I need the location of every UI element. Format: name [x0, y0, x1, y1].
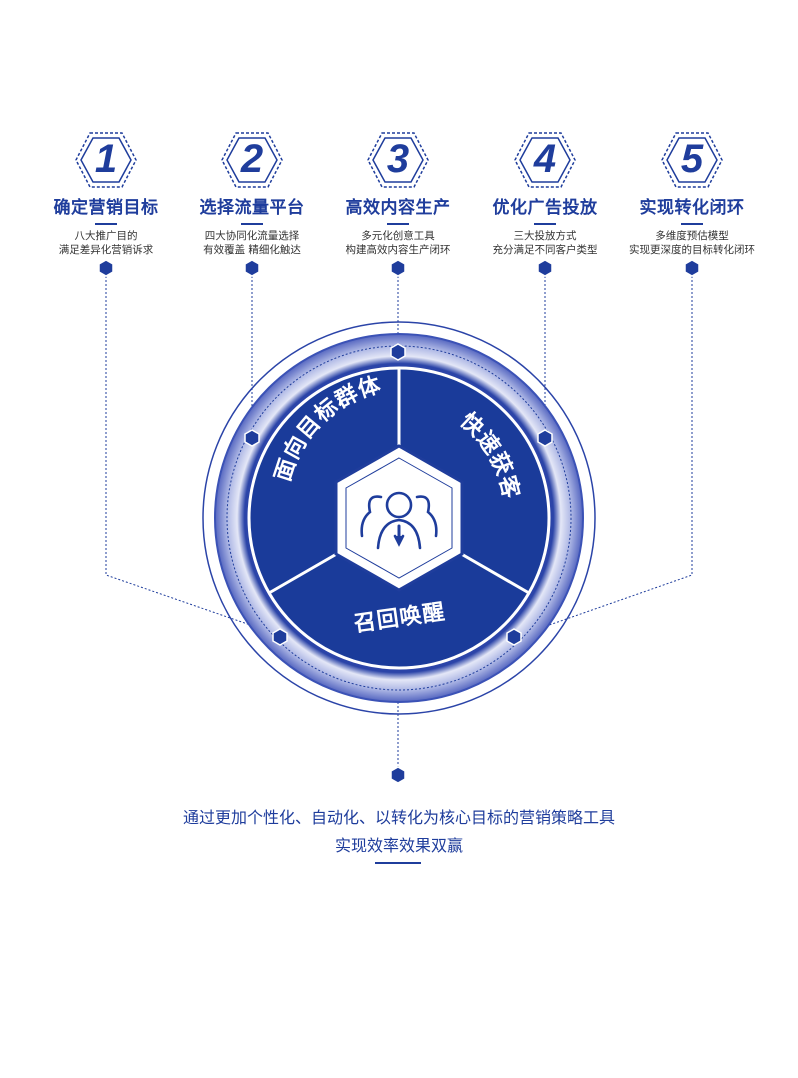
- step-underline: [681, 223, 703, 225]
- hexagon-badge-icon: [367, 132, 429, 188]
- step-desc-line: 构建高效内容生产闭环: [345, 244, 451, 256]
- step-desc-line: 多维度预估模型: [655, 230, 729, 242]
- node-marker-hexagon: [244, 259, 260, 277]
- step-5: 5 实现转化闭环 多维度预估模型 实现更深度的目标转化闭环: [617, 130, 767, 257]
- step-title: 确定营销目标: [53, 198, 159, 218]
- step-underline: [241, 223, 263, 225]
- hexagon-badge-icon: [75, 132, 137, 188]
- step-4: 4 优化广告投放 三大投放方式 充分满足不同客户类型: [470, 130, 620, 257]
- step-number: 2: [240, 137, 264, 181]
- step-number-badge: 2: [219, 130, 285, 190]
- node-marker-hexagon: [98, 259, 114, 277]
- node-marker-hexagon: [537, 429, 553, 447]
- step-desc-line: 多元化创意工具: [361, 230, 435, 242]
- step-desc-line: 三大投放方式: [513, 230, 577, 242]
- node-marker-hexagon: [272, 628, 288, 646]
- footer-line-1: 通过更加个性化、自动化、以转化为核心目标的营销策略工具: [182, 808, 615, 827]
- step-number: 4: [533, 137, 557, 181]
- footer-line-2: 实现效率效果双赢: [334, 836, 463, 855]
- node-marker-hexagon: [390, 343, 406, 361]
- node-markers: [98, 259, 700, 784]
- step-2: 2 选择流量平台 四大协同化流量选择 有效覆盖 精细化触达: [177, 130, 327, 257]
- hexagon-badge-icon: [221, 132, 283, 188]
- step-title: 高效内容生产: [345, 198, 451, 218]
- node-marker-hexagon: [684, 259, 700, 277]
- outer-ring-thin: [202, 321, 596, 715]
- ring-dotted-guide: [226, 345, 572, 691]
- step-underline: [387, 223, 409, 225]
- step-1: 1 确定营销目标 八大推广目的 满足差异化营销诉求: [31, 130, 181, 257]
- step-desc-line: 满足差异化营销诉求: [58, 244, 154, 256]
- hexagon-badge-icon: [514, 132, 576, 188]
- people-group-icon: [360, 491, 438, 550]
- step-title: 实现转化闭环: [639, 198, 745, 218]
- connector-line-1: [105, 268, 286, 638]
- hexagon-badge-icon: [661, 132, 723, 188]
- step-number-badge: 5: [659, 130, 725, 190]
- step-title: 选择流量平台: [199, 198, 305, 218]
- step-number: 1: [94, 137, 118, 181]
- step-desc-line: 四大协同化流量选择: [204, 230, 300, 242]
- step-number-badge: 4: [512, 130, 578, 190]
- connector-line-5: [514, 268, 693, 638]
- step-desc-line: 八大推广目的: [74, 230, 138, 242]
- strategy-wheel: 面向目标群体 快速获客 召回唤醒: [202, 321, 596, 715]
- step-desc-line: 充分满足不同客户类型: [492, 244, 598, 256]
- step-underline: [534, 223, 556, 225]
- node-marker-hexagon: [390, 766, 406, 784]
- node-marker-hexagon: [244, 429, 260, 447]
- step-underline: [95, 223, 117, 225]
- step-3: 3 高效内容生产 多元化创意工具 构建高效内容生产闭环: [323, 130, 473, 257]
- node-marker-hexagon: [390, 259, 406, 277]
- step-number-badge: 3: [365, 130, 431, 190]
- step-title: 优化广告投放: [492, 198, 598, 218]
- node-marker-hexagon: [506, 628, 522, 646]
- step-number-badge: 1: [73, 130, 139, 190]
- step-number: 5: [680, 137, 704, 181]
- step-number: 3: [386, 137, 410, 181]
- step-desc-line: 实现更深度的目标转化闭环: [629, 244, 755, 256]
- step-desc-line: 有效覆盖 精细化触达: [203, 244, 301, 256]
- footer-underline: [375, 862, 421, 864]
- node-marker-hexagon: [537, 259, 553, 277]
